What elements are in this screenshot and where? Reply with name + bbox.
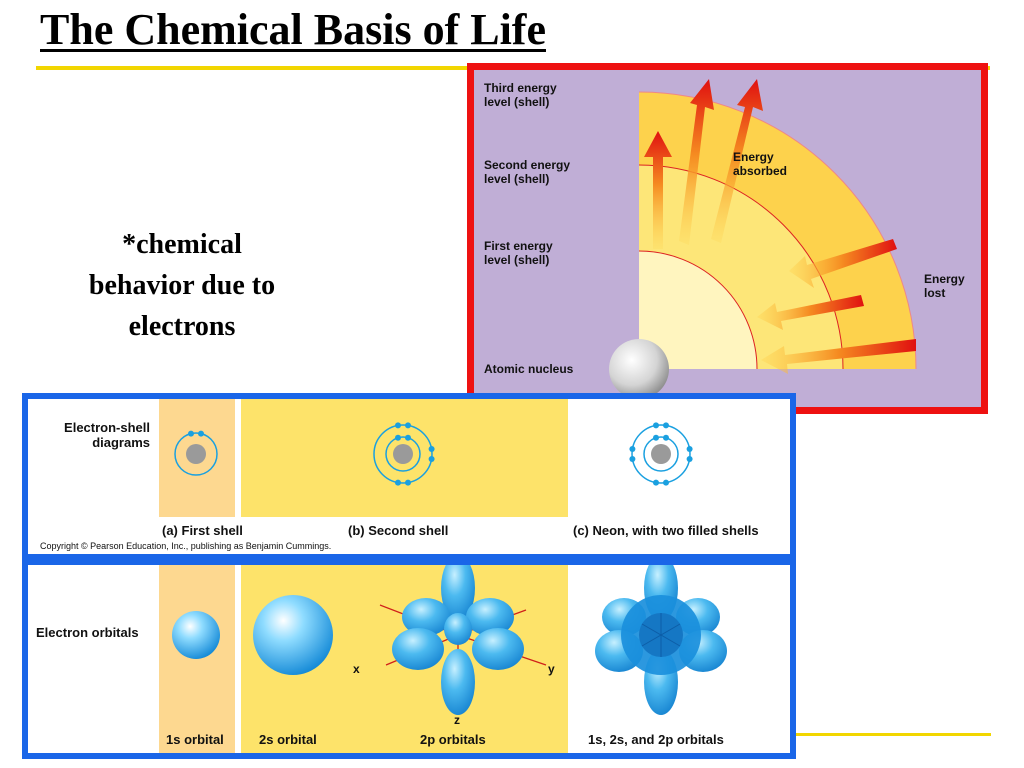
neon-shell-diagram	[629, 422, 693, 486]
energy-level-diagram: Third energy level (shell) Second energy…	[467, 63, 988, 414]
p-lobe	[402, 598, 450, 636]
nucleus	[186, 444, 206, 464]
shell-ring	[373, 424, 433, 484]
orbital-combined	[595, 565, 727, 715]
orbital-1s-sphere	[172, 611, 220, 659]
electron	[686, 456, 693, 462]
electron	[686, 446, 693, 452]
electron	[653, 422, 659, 429]
electron	[428, 456, 435, 462]
shell-ring	[385, 436, 421, 472]
energy-absorbed-label: Energy absorbed	[733, 150, 788, 178]
orbital-2s-sphere	[253, 595, 333, 675]
note-line: *chemical	[122, 229, 242, 260]
first-shell-label: First energy level (shell)	[484, 239, 553, 267]
electron	[629, 446, 636, 452]
shell-diagrams-heading: Electron-shell diagrams	[64, 420, 150, 450]
electron-orbitals-panel: Electron orbitals	[22, 559, 796, 759]
caption-2p-orbitals: 2p orbitals	[420, 732, 486, 747]
electron	[663, 422, 669, 429]
energy-absorbed-arrow	[644, 131, 672, 249]
electron	[188, 430, 194, 437]
electron	[653, 479, 659, 486]
electron-shell-diagrams-panel: Electron-shell diagrams	[22, 393, 796, 560]
p-lobe	[441, 565, 475, 621]
energy-lost-arrows	[757, 239, 916, 374]
electron	[653, 434, 659, 441]
atomic-nucleus	[609, 339, 669, 399]
second-shell-diagram	[373, 422, 435, 486]
electron	[198, 430, 204, 437]
caption-neon-shells: (c) Neon, with two filled shells	[573, 523, 759, 538]
orbital-2p-lobes	[379, 565, 547, 715]
electron	[663, 434, 669, 441]
first-shell-diagram	[174, 430, 218, 476]
caption-1s-orbital: 1s orbital	[166, 732, 224, 747]
p-lobe	[392, 628, 444, 670]
z-axis-label: z	[454, 713, 460, 727]
energy-level-graphic	[609, 79, 917, 399]
electron	[629, 456, 636, 462]
caption-first-shell: (a) First shell	[162, 523, 243, 538]
energy-lost-arrow	[789, 239, 897, 288]
note-line: behavior due to	[88, 270, 276, 301]
electron	[395, 434, 401, 441]
caption-second-shell: (b) Second shell	[348, 523, 449, 538]
electron	[405, 479, 411, 486]
shell-boundary-outer	[638, 164, 844, 370]
energy-absorbed-arrows	[644, 79, 763, 249]
p-lobe-center	[444, 613, 472, 645]
shell-diagrams-graphic	[174, 422, 693, 486]
slide-note: *chemical behavior due to electrons	[62, 224, 302, 347]
energy-absorbed-arrow	[711, 79, 763, 243]
first-shell	[639, 251, 757, 369]
orbitals-graphic: x y z	[172, 565, 727, 727]
energy-lost-arrow	[761, 339, 916, 374]
bottom-rule	[795, 733, 991, 736]
copyright-notice: Copyright © Pearson Education, Inc., pub…	[40, 541, 332, 551]
shell-ring	[174, 432, 218, 476]
nucleus	[651, 444, 671, 464]
electron	[405, 422, 411, 429]
slide-title: The Chemical Basis of Life	[40, 5, 546, 54]
x-axis-label: x	[353, 662, 360, 676]
electron	[428, 446, 435, 452]
core-rays	[641, 613, 681, 657]
electron	[395, 422, 401, 429]
orbitals-heading: Electron orbitals	[36, 625, 139, 640]
electron	[405, 434, 411, 441]
y-axis-label: y	[548, 662, 555, 676]
note-line: electrons	[128, 311, 236, 342]
third-shell-label: Third energy level (shell)	[484, 81, 557, 109]
shell-ring	[631, 424, 691, 484]
shell-ring	[643, 436, 679, 472]
orbital-1s-band	[159, 565, 235, 753]
energy-absorbed-arrow	[679, 79, 714, 245]
energy-lost-label: Energy lost	[924, 272, 965, 300]
caption-combined-orbitals: 1s, 2s, and 2p orbitals	[588, 732, 724, 747]
p-lobe	[441, 649, 475, 715]
electron	[663, 479, 669, 486]
nucleus	[393, 444, 413, 464]
p-lobe	[466, 598, 514, 636]
atomic-nucleus-label: Atomic nucleus	[484, 362, 574, 376]
p-lobe	[472, 628, 524, 670]
caption-2s-orbital: 2s orbital	[259, 732, 317, 747]
second-shell-label: Second energy level (shell)	[484, 158, 571, 186]
electron	[395, 479, 401, 486]
shell-boundary-inner	[638, 250, 758, 370]
energy-lost-arrow	[757, 295, 864, 330]
